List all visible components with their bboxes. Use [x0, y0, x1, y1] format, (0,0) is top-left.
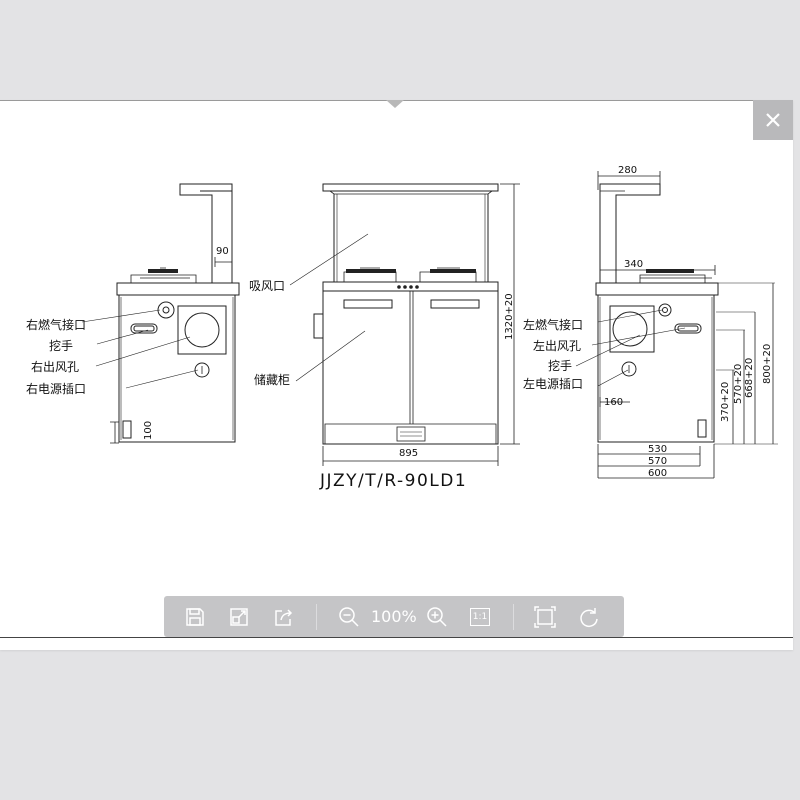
export-button[interactable] [226, 604, 252, 630]
close-icon [766, 113, 780, 127]
zoom-level: 100% [371, 607, 417, 626]
label-right-vent: 右出风孔 [31, 359, 79, 374]
label-left-power: 左电源插口 [523, 376, 583, 391]
toolbar-separator [513, 604, 514, 630]
dim-530: 530 [648, 444, 667, 455]
dim-280: 280 [618, 165, 637, 176]
label-right-handle: 挖手 [548, 358, 572, 373]
dim-160: 160 [604, 397, 623, 408]
dim-600: 600 [648, 468, 667, 479]
actual-size-label: 1:1 [472, 612, 488, 622]
save-icon [186, 608, 204, 626]
close-button[interactable] [753, 100, 793, 140]
rotate-icon [580, 608, 598, 628]
zoom-in-icon [427, 607, 447, 627]
actual-size-button[interactable]: 1:1 [467, 604, 493, 630]
zoom-out-icon [339, 607, 359, 627]
dim-100: 100 [143, 421, 154, 440]
dim-668: 668+20 [744, 358, 755, 398]
fit-to-window-icon [534, 606, 556, 628]
viewer-pointer [386, 100, 404, 108]
front-view [289, 183, 520, 466]
zoom-out-button[interactable] [336, 604, 362, 630]
export-icon [230, 608, 248, 626]
dim-1320: 1320+20 [504, 293, 515, 340]
viewer-bottom-border [0, 637, 793, 638]
label-right-gas-inlet: 右燃气接口 [26, 317, 86, 332]
toolbar-separator [316, 604, 317, 630]
label-left-vent: 左出风孔 [533, 338, 581, 353]
dim-570-vertical: 570+20 [733, 364, 744, 404]
save-button[interactable] [182, 604, 208, 630]
fit-to-window-button[interactable] [532, 604, 558, 630]
dim-340: 340 [624, 259, 643, 270]
label-suction: 吸风口 [249, 279, 285, 293]
dim-895: 895 [399, 448, 418, 459]
image-viewer-panel [0, 100, 793, 650]
right-side-view [575, 171, 778, 479]
share-button[interactable] [271, 604, 297, 630]
label-right-power: 右电源插口 [26, 381, 86, 396]
viewer-toolbar: 100% 1:1 [164, 596, 624, 637]
actual-size-icon: 1:1 [470, 608, 490, 626]
dim-370: 370+20 [720, 382, 731, 422]
share-icon [275, 609, 293, 626]
dim-800: 800+20 [762, 344, 773, 384]
label-left-gas-inlet: 左燃气接口 [523, 317, 583, 332]
technical-drawing: 右燃气接口 挖手 右出风孔 右电源插口 吸风口 储藏柜 左燃气接口 左出风孔 挖… [26, 165, 778, 491]
model-number: JJZY/T/R-90LD1 [319, 471, 467, 491]
label-cabinet: 储藏柜 [254, 372, 290, 387]
rotate-button[interactable] [576, 604, 602, 630]
left-side-view [81, 183, 240, 444]
dim-570: 570 [648, 456, 667, 467]
dim-90: 90 [216, 246, 229, 257]
label-left-handle: 挖手 [49, 338, 73, 353]
zoom-in-button[interactable] [424, 604, 450, 630]
